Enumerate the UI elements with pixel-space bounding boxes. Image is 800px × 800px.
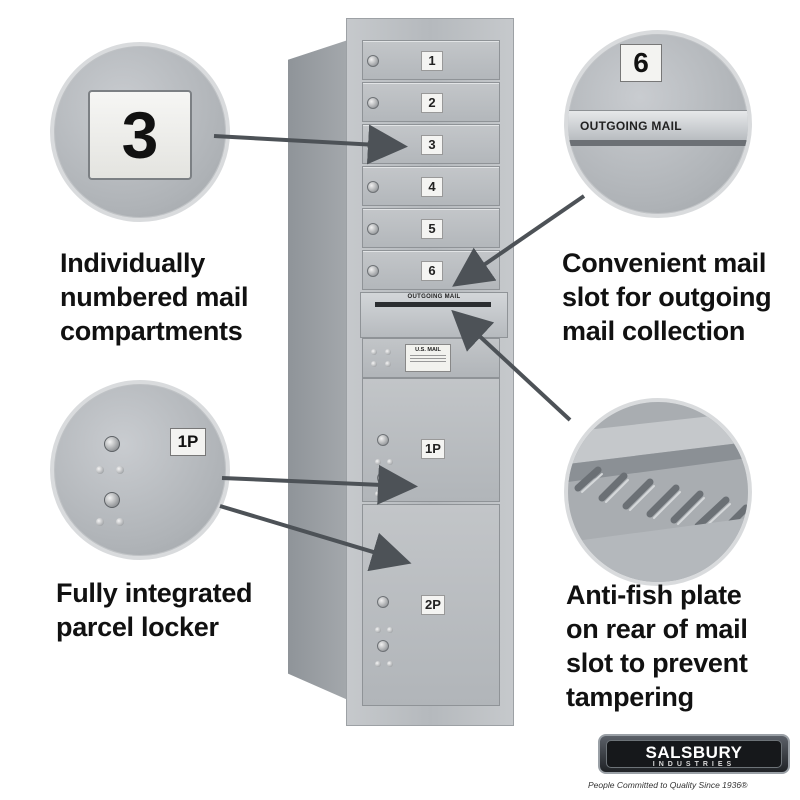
zoom-locker-label: 1P	[177, 432, 199, 451]
rivet	[116, 466, 124, 474]
lock-icon	[367, 55, 379, 67]
zoom-circle-outgoing: 6 OUTGOING MAIL	[564, 30, 752, 218]
parcel-locker-1p[interactable]: 1P	[362, 378, 500, 502]
zoom-slot-label: OUTGOING MAIL	[580, 119, 682, 133]
rivet	[371, 349, 377, 355]
caption-line: Individually	[60, 248, 205, 278]
caption-line: slot to prevent	[566, 648, 748, 678]
door-number: 5	[421, 219, 443, 239]
arrow-to-door-3	[213, 124, 408, 165]
rivet	[96, 466, 104, 474]
zoom-number: 6	[633, 47, 649, 78]
caption-line: parcel locker	[56, 612, 219, 642]
lock-icon	[377, 596, 389, 608]
anti-fish-plate-icon	[568, 402, 748, 582]
lock-icon	[367, 223, 379, 235]
brand-tagline: People Committed to Quality Since 1936®	[588, 780, 748, 790]
zoom-locker-plate: 1P	[170, 428, 206, 456]
lock-icon	[377, 434, 389, 446]
rivet	[385, 349, 391, 355]
rivet	[385, 361, 391, 367]
zoom-slot-opening	[568, 140, 748, 146]
zoom-circle-parcel: 1P	[50, 380, 230, 560]
usps-label-text: U.S. MAIL	[415, 347, 441, 353]
door-number: 2	[421, 93, 443, 113]
lock-icon	[367, 181, 379, 193]
lock-icon	[367, 97, 379, 109]
mail-door-1[interactable]: 1	[362, 40, 500, 80]
rivet	[375, 459, 381, 465]
usps-label: U.S. MAIL	[405, 344, 451, 372]
locker-number: 1P	[421, 439, 445, 459]
rivet	[96, 518, 104, 526]
door-number: 1	[421, 51, 443, 71]
zoom-number-plate: 3	[88, 90, 192, 180]
logo-inner: SALSBURY INDUSTRIES	[606, 740, 782, 768]
salsbury-logo: SALSBURY INDUSTRIES	[598, 734, 790, 774]
zoom-number-plate: 6	[620, 44, 662, 82]
rivet	[371, 361, 377, 367]
zoom-circle-numbered: 3	[50, 42, 230, 222]
lock-icon	[104, 492, 120, 508]
rivet	[387, 459, 393, 465]
caption-line: mail collection	[562, 316, 746, 346]
rivet	[387, 627, 393, 633]
rivet	[375, 661, 381, 667]
mail-door-5[interactable]: 5	[362, 208, 500, 248]
lock-icon	[104, 436, 120, 452]
caption-anti-fish: Anti-fish plate on rear of mail slot to …	[566, 578, 748, 714]
caption-line: Convenient mail	[562, 248, 767, 278]
caption-parcel-locker: Fully integrated parcel locker	[56, 576, 253, 644]
zoom-number: 3	[121, 98, 159, 172]
rivet	[387, 661, 393, 667]
lock-icon	[367, 265, 379, 277]
rivet	[116, 518, 124, 526]
door-number: 3	[421, 135, 443, 155]
mail-door-4[interactable]: 4	[362, 166, 500, 206]
zoom-circle-antifish	[564, 398, 752, 586]
mail-door-2[interactable]: 2	[362, 82, 500, 122]
logo-brand-sub: INDUSTRIES	[652, 761, 736, 768]
arrow-to-antifish	[451, 309, 572, 422]
caption-line: Anti-fish plate	[566, 580, 742, 610]
slot-label: OUTGOING MAIL	[407, 294, 461, 300]
caption-line: numbered mail	[60, 282, 249, 312]
rivet	[375, 627, 381, 633]
mailbox-side-panel	[288, 40, 348, 700]
caption-numbered-compartments: Individually numbered mail compartments	[60, 246, 248, 348]
slot-opening	[375, 302, 491, 307]
caption-line: tampering	[566, 682, 694, 712]
caption-line: Fully integrated	[56, 578, 253, 608]
logo-brand-name: SALSBURY	[645, 743, 743, 762]
arrow-to-locker-1p	[221, 464, 418, 505]
door-number: 6	[421, 261, 443, 281]
arrow-to-outgoing-slot	[452, 194, 586, 287]
lock-icon	[377, 640, 389, 652]
locker-number: 2P	[421, 595, 445, 615]
door-number: 4	[421, 177, 443, 197]
caption-line: slot for outgoing	[562, 282, 772, 312]
caption-outgoing-slot: Convenient mail slot for outgoing mail c…	[562, 246, 772, 348]
caption-line: on rear of mail	[566, 614, 748, 644]
arrow-to-locker-2p	[219, 504, 412, 572]
caption-line: compartments	[60, 316, 243, 346]
